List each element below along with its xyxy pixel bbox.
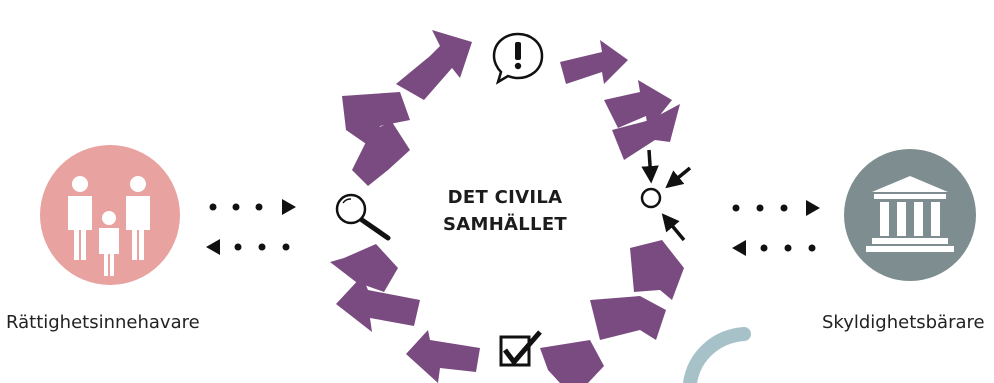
right-connector-from-duty-bearers bbox=[732, 240, 816, 256]
duty-bearers-label: Skyldighetsbärare bbox=[822, 312, 985, 333]
cycle-arrow-segment bbox=[342, 92, 410, 148]
cycle-arrow-segment bbox=[612, 104, 680, 160]
center-title-line-1: DET CIVILA bbox=[447, 187, 563, 208]
cycle-arrow-segment bbox=[590, 296, 666, 340]
cycle-arrow-segment bbox=[630, 240, 684, 300]
partial-ring-decoration bbox=[683, 327, 751, 383]
people-group-icon bbox=[68, 176, 150, 276]
center-title: DET CIVILA SAMHÄLLET bbox=[400, 184, 610, 238]
exclamation-speech-bubble-icon bbox=[492, 32, 544, 85]
government-building-icon bbox=[866, 176, 954, 252]
cycle-arrow-segment bbox=[560, 40, 628, 84]
left-connector-to-society bbox=[209, 199, 296, 215]
cycle-arrows bbox=[330, 30, 684, 383]
right-connector-to-duty-bearers bbox=[732, 200, 820, 216]
converging-arrows-icon bbox=[640, 149, 692, 242]
duty-bearers-circle bbox=[844, 149, 976, 281]
left-connector-from-society bbox=[206, 239, 290, 255]
cycle-arrow-segment bbox=[336, 276, 420, 332]
magnifying-glass-icon bbox=[335, 193, 391, 241]
checkbox-check-icon bbox=[499, 330, 542, 367]
cycle-arrow-segment bbox=[540, 340, 604, 383]
cycle-arrow-segment bbox=[406, 330, 480, 383]
duty-bearers-node bbox=[844, 149, 976, 281]
rights-holders-label: Rättighetsinnehavare bbox=[6, 312, 200, 333]
cycle-arrow-segment bbox=[330, 244, 398, 292]
cycle-arrow-segment bbox=[352, 122, 410, 186]
cycle-arrow-segment bbox=[396, 30, 472, 100]
center-title-line-2: SAMHÄLLET bbox=[442, 214, 567, 235]
rights-holders-node bbox=[40, 145, 180, 285]
